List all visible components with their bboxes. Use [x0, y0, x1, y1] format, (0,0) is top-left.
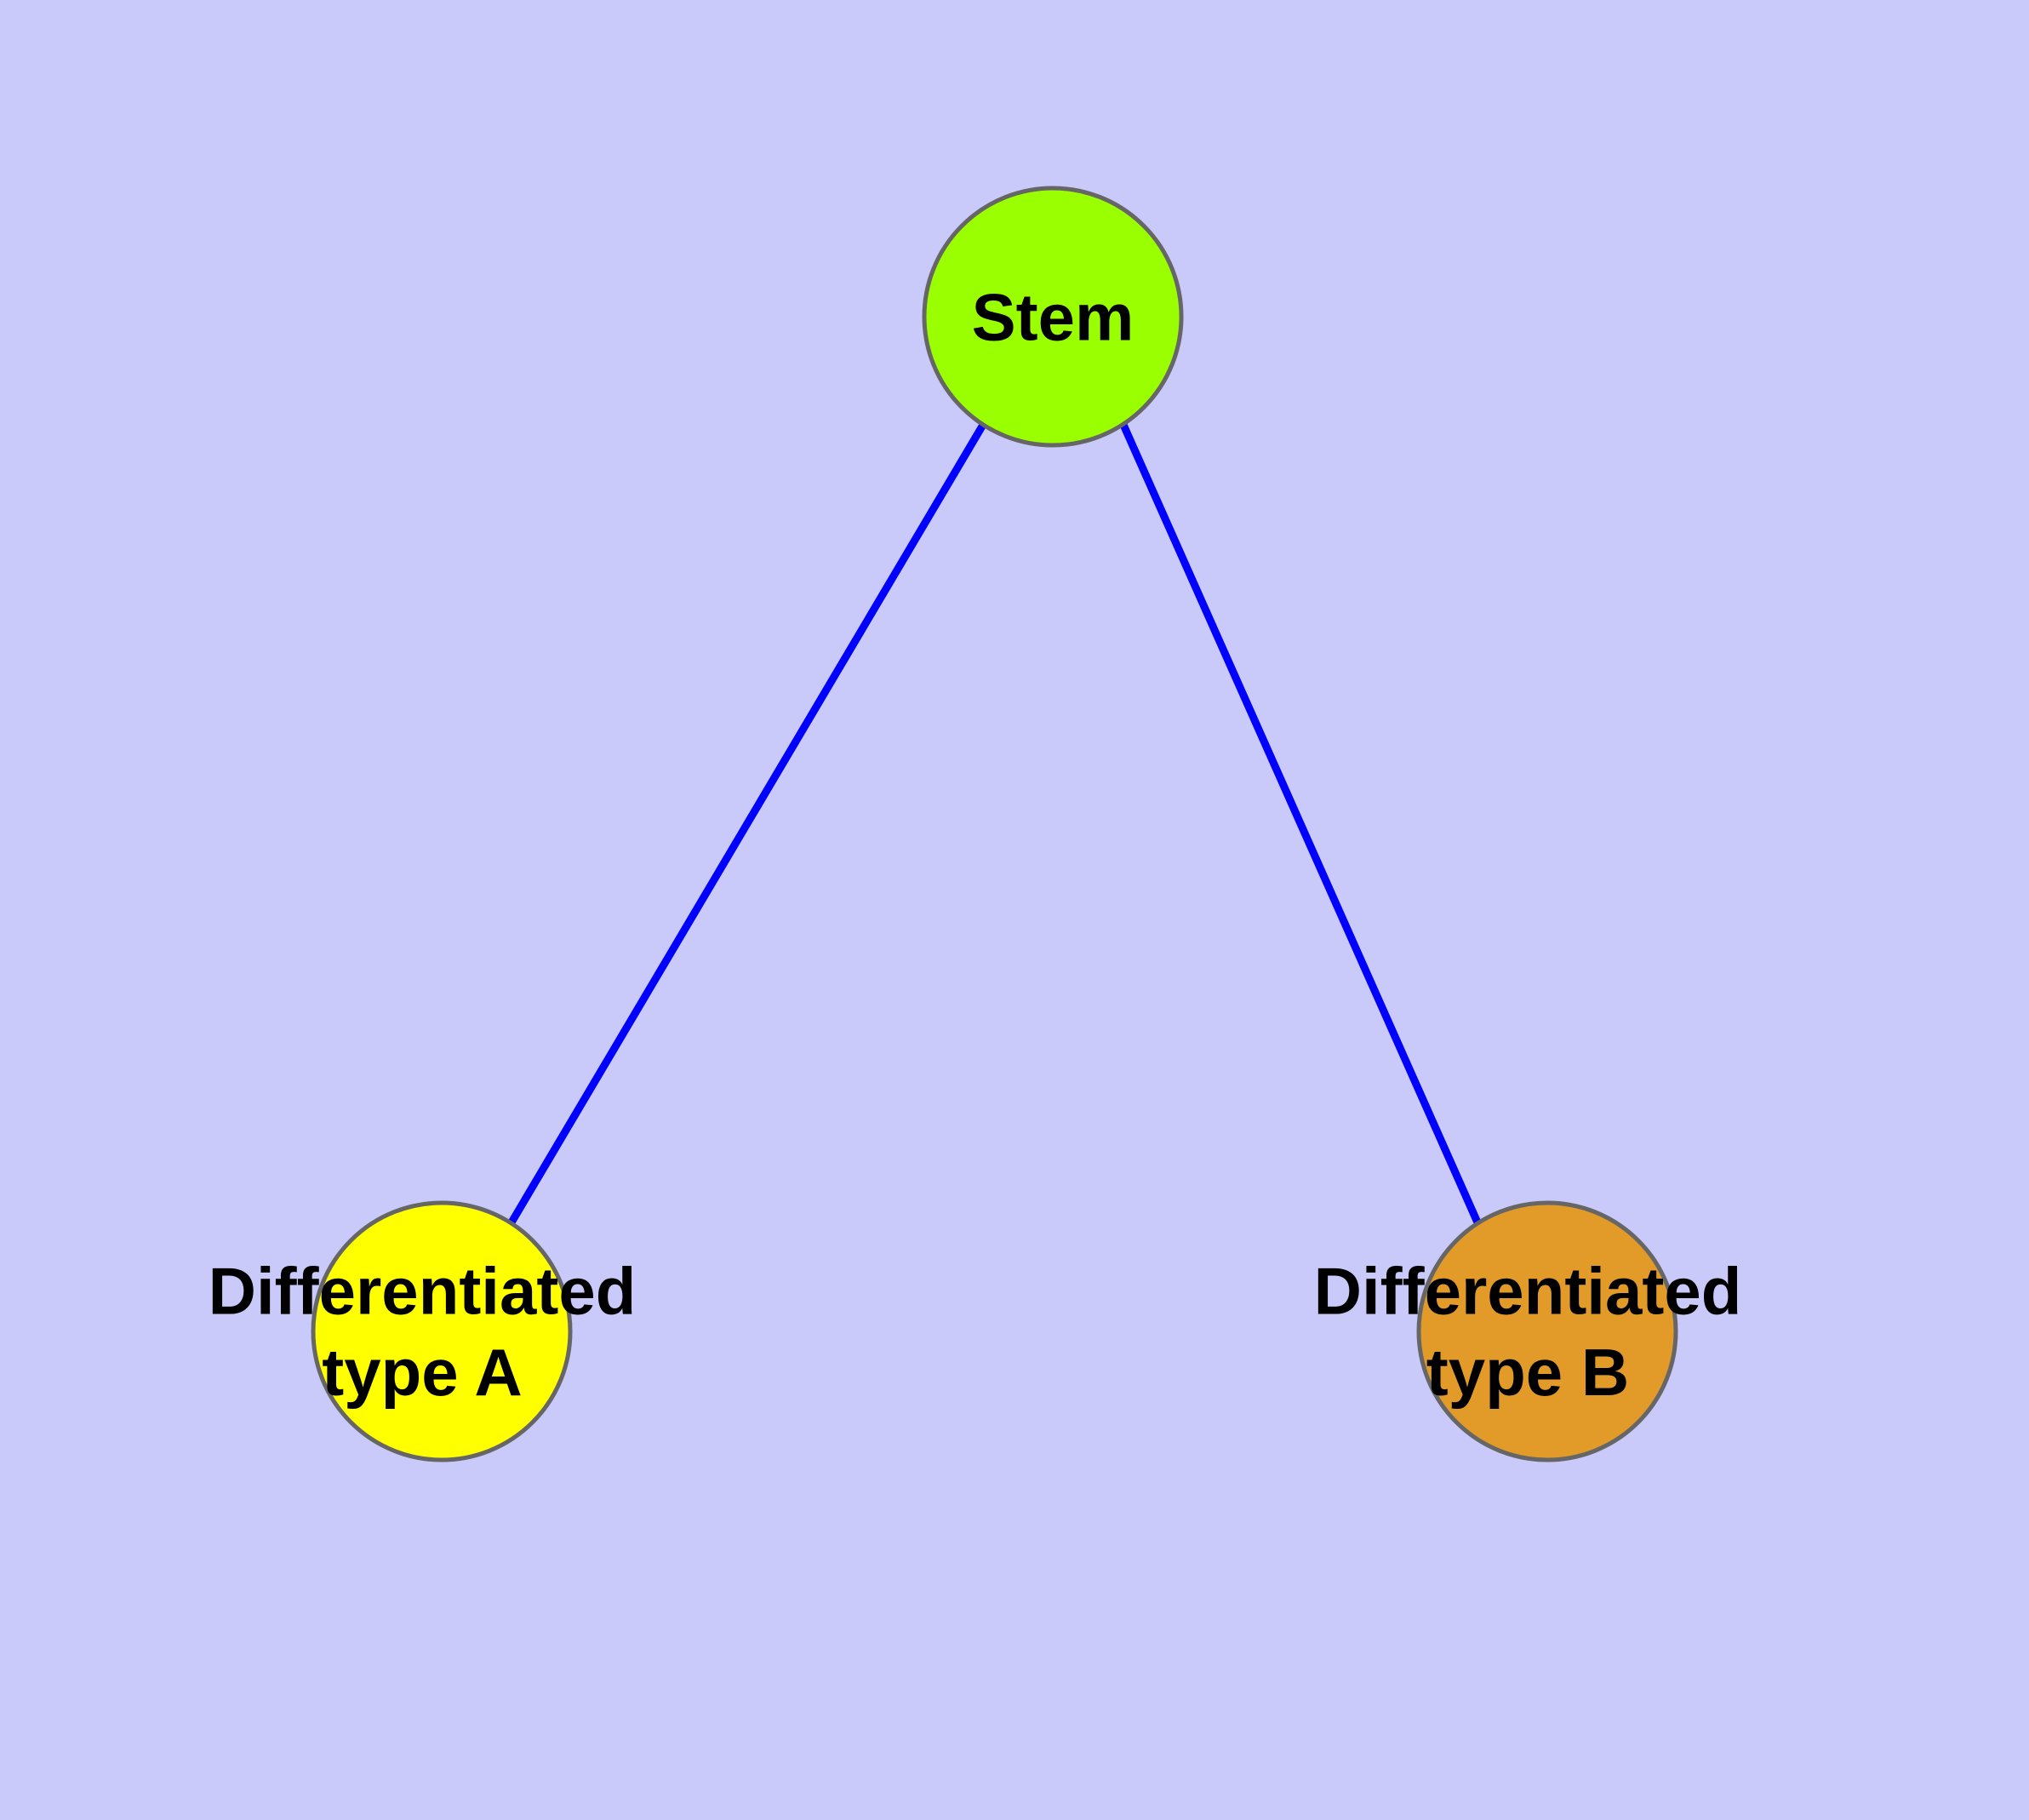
node-label-differentiated-type-a-line-1: Differentiated	[209, 1254, 637, 1329]
nodes-layer	[311, 186, 1678, 1462]
node-differentiated-type-b[interactable]	[1416, 1200, 1678, 1462]
node-label-differentiated-type-b-line-1: Differentiated	[1314, 1254, 1742, 1329]
edge-stem-to-differentiated-type-b	[1119, 423, 1482, 1224]
node-label-stem-line-1: Stem	[972, 279, 1135, 354]
edges-layer	[508, 422, 1482, 1225]
node-label-stem: Stem	[972, 279, 1135, 354]
node-label-differentiated-type-b-line-2: type B	[1426, 1335, 1629, 1410]
node-differentiated-type-a[interactable]	[311, 1200, 573, 1462]
node-label-differentiated-type-a-line-2: type A	[322, 1335, 523, 1410]
node-stem[interactable]	[922, 186, 1184, 448]
edge-stem-to-differentiated-type-a	[508, 422, 986, 1225]
